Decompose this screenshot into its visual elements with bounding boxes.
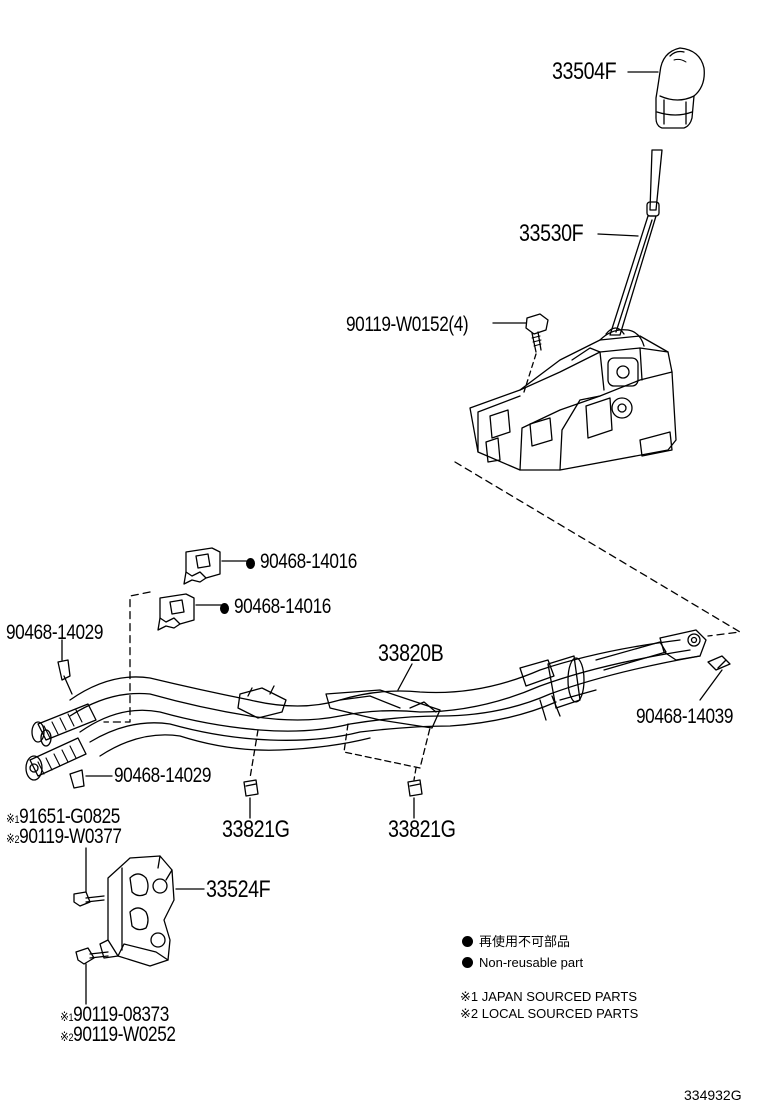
label-bolt-a1: ※191651-G0825 xyxy=(6,806,120,827)
label-clip-top2: 90468-14016 xyxy=(220,596,331,617)
shift-lever-drawing xyxy=(605,149,663,336)
clip-top2-text: 90468-14016 xyxy=(233,595,331,618)
note-mark: ※ xyxy=(60,1009,69,1024)
note-mark: ※ xyxy=(6,811,15,826)
lever-leader xyxy=(597,233,639,237)
clip-top1-text: 90468-14016 xyxy=(259,550,357,573)
nonreuse-dot-icon xyxy=(246,558,256,569)
bolt-a1-text: 91651-G0825 xyxy=(19,805,120,828)
cable-end-left-drawing xyxy=(25,703,97,781)
shift-knob-drawing xyxy=(655,47,705,129)
shift-housing-drawing xyxy=(469,329,677,471)
nonreuse-dot-icon xyxy=(462,957,473,968)
figure-id: 334932G xyxy=(684,1087,742,1103)
note-number: 1 xyxy=(68,1012,74,1024)
cable-bracket-drawing xyxy=(237,685,441,729)
label-clip-right: 90468-14039 xyxy=(636,705,734,728)
note-mark: ※ xyxy=(60,1029,69,1044)
legend-local-sourced: ※2 LOCAL SOURCED PARTS xyxy=(460,1006,639,1021)
note-number: 2 xyxy=(68,1032,74,1044)
nonreuse-dot-icon xyxy=(220,603,230,614)
clip-dash xyxy=(103,591,151,723)
label-knob: 33504F xyxy=(552,58,617,85)
shift-bolt-drawing xyxy=(523,313,549,393)
cable-end-right-drawing xyxy=(519,629,707,721)
label-clip-top1: 90468-14016 xyxy=(246,551,357,572)
label-grommet-left: 33821G xyxy=(222,816,290,843)
mounting-bracket-drawing xyxy=(99,855,175,967)
note-number: 1 xyxy=(14,814,20,826)
label-clip-left: 90468-14029 xyxy=(6,621,104,644)
label-bolt-a2: ※290119-W0377 xyxy=(6,826,122,847)
clip-bottom-drawing xyxy=(69,769,85,789)
housing-dash xyxy=(454,461,741,637)
nonreuse-dot-icon xyxy=(462,936,473,947)
bolt-a2-text: 90119-W0377 xyxy=(19,825,122,848)
clip-plate-2-drawing xyxy=(157,593,195,631)
legend-japan-sourced: ※1 JAPAN SOURCED PARTS xyxy=(460,989,638,1004)
grommet-left-drawing xyxy=(243,729,259,797)
label-shift-bolt: 90119-W0152(4) xyxy=(346,313,469,336)
bolt-b1-text: 90119-08373 xyxy=(73,1003,169,1026)
note-number: 2 xyxy=(14,834,20,846)
label-grommet-right: 33821G xyxy=(388,816,456,843)
bolt-b2-text: 90119-W0252 xyxy=(73,1023,176,1046)
cable-leader xyxy=(397,663,413,691)
note-mark: ※ xyxy=(6,831,15,846)
legend-nonreuse-en: Non-reusable part xyxy=(462,956,583,969)
grommet-right-drawing xyxy=(343,723,431,797)
clip-right-drawing xyxy=(707,655,731,671)
label-cable: 33820B xyxy=(378,640,444,667)
clip-right-leader xyxy=(699,669,723,701)
label-bolt-b1: ※190119-08373 xyxy=(60,1004,169,1025)
legend-jp-text: 再使用不可部品 xyxy=(479,934,571,949)
bracket-bolt-upper-drawing xyxy=(73,891,105,907)
clip-left-drawing xyxy=(57,659,73,695)
label-lever: 33530F xyxy=(519,220,584,247)
legend-en-text: Non-reusable part xyxy=(479,955,584,970)
label-bracket: 33524F xyxy=(206,876,271,903)
bracket-bolt-lower-drawing xyxy=(75,947,109,965)
shift-cable-drawing xyxy=(69,639,701,757)
clip-plate-1-drawing xyxy=(183,547,221,585)
legend-nonreuse-jp: 再使用不可部品 xyxy=(462,935,570,948)
label-clip-bottom: 90468-14029 xyxy=(114,764,212,787)
label-bolt-b2: ※290119-W0252 xyxy=(60,1024,176,1045)
